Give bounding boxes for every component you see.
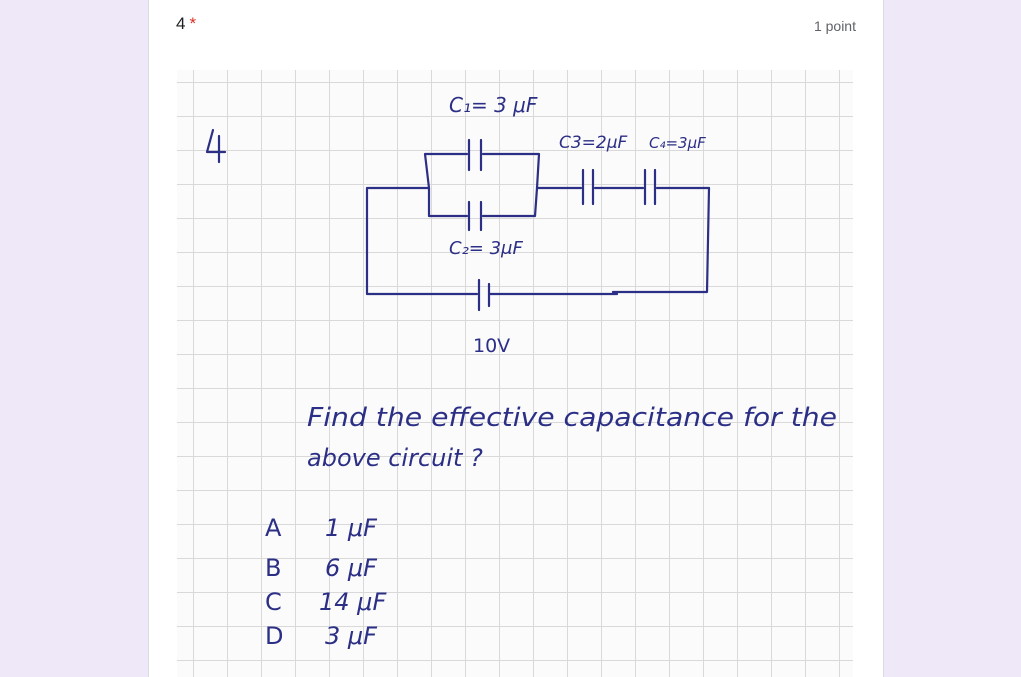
battery-plates [477,278,491,312]
prompt-line-1: Find the effective capacitance for the [307,403,837,433]
c4-label: C₄=3μF [649,134,706,152]
question-number: 4 [176,14,186,33]
option-c-value: 14 μF [319,588,387,616]
prompt-line-2: above circuit ? [307,444,483,472]
option-d-letter: D [265,622,283,650]
wire-c2-right [481,186,539,218]
required-asterisk: * [189,14,197,33]
c2-plates [467,200,483,232]
c3-plates [581,168,595,206]
c1-plates [467,138,483,172]
c1-label: C₁= 3 μF [449,93,538,117]
wire-outer-left [365,186,479,296]
question-image: C₁= 3 μF C3=2μF C₄=3μF C₂= 3μF 10V Find … [177,70,853,677]
voltage-label: 10V [473,335,510,357]
question-card: 4* 1 point [148,0,884,677]
wire-battery-right [487,186,711,296]
c4-plates [643,168,657,206]
option-d-value: 3 μF [325,622,378,650]
circuit-drawing: C₁= 3 μF C3=2μF C₄=3μF C₂= 3μF 10V Find … [205,93,837,650]
option-b-letter: B [265,554,281,582]
option-a-value: 1 μF [325,514,378,542]
option-a-letter: A [265,514,282,542]
wire-c1-right [481,152,541,190]
wire-c2-left [427,186,469,218]
c2-label: C₂= 3μF [449,238,523,259]
question-header: 4* [176,14,196,34]
wire-c1-left [423,152,469,190]
option-b-value: 6 μF [325,554,378,582]
option-c-letter: C [265,588,282,616]
points-label: 1 point [813,18,856,34]
c3-label: C3=2μF [559,133,628,153]
figure-question-number [205,128,227,164]
